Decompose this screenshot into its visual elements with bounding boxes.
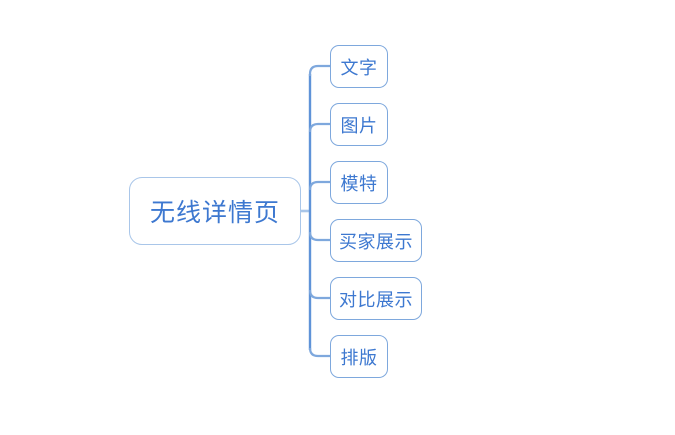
child-node-comparison-show[interactable]: 对比展示 [330, 277, 422, 320]
child-node-text[interactable]: 文字 [330, 45, 388, 88]
child-node-label: 排版 [340, 347, 378, 369]
connector-branch-5 [308, 347, 330, 358]
connector-branch-3 [308, 231, 330, 242]
child-node-label: 买家展示 [339, 231, 413, 253]
root-node-label: 无线详情页 [149, 198, 280, 227]
child-node-label: 图片 [340, 115, 378, 137]
connector-branch-0 [308, 64, 330, 76]
child-node-layout[interactable]: 排版 [330, 335, 388, 378]
child-node-label: 文字 [340, 57, 378, 79]
child-node-label: 对比展示 [339, 289, 413, 311]
child-node-buyer-show[interactable]: 买家展示 [330, 219, 422, 262]
child-node-label: 模特 [340, 173, 378, 195]
root-node[interactable]: 无线详情页 [129, 177, 301, 245]
child-node-model[interactable]: 模特 [330, 161, 388, 204]
connector-branch-1 [308, 122, 330, 133]
child-node-image[interactable]: 图片 [330, 103, 388, 146]
connector-branch-4 [308, 289, 330, 300]
connector-branch-2 [308, 180, 330, 191]
